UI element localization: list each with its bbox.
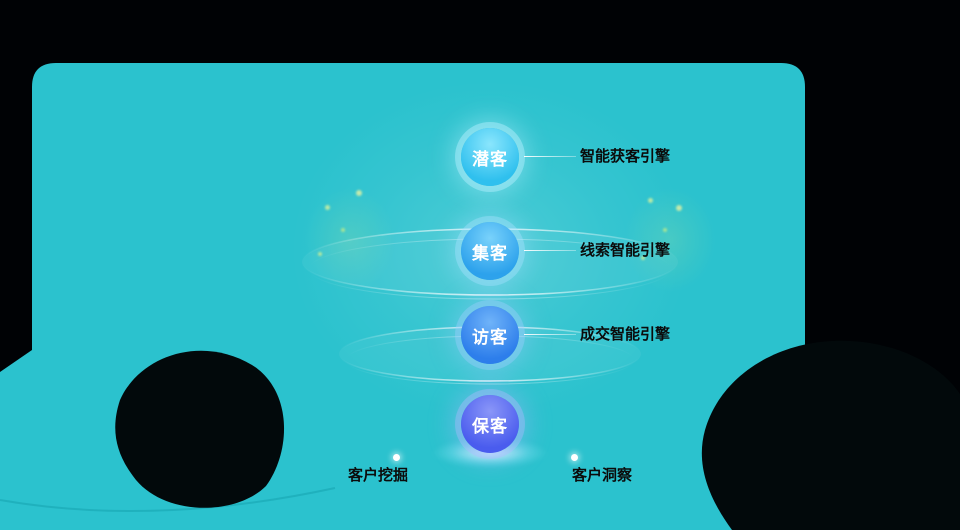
sparkle-icon: [648, 198, 653, 203]
stage-badge-retention: 保客: [461, 395, 519, 453]
stage-label: 保客: [472, 416, 508, 436]
connector-line: [524, 156, 576, 157]
stage-label: 访客: [472, 327, 508, 347]
dark-rock-right: [701, 340, 960, 530]
sparkle-icon: [341, 228, 345, 232]
sparkle-icon: [663, 228, 667, 232]
sparkle-icon: [356, 190, 362, 196]
stage-badge-leads: 集客: [461, 222, 519, 280]
stage-label: 潜客: [472, 149, 508, 169]
teal-left-extension: [0, 350, 32, 530]
engine-label: 智能获客引擎: [580, 148, 671, 165]
footer-label-insight: 客户洞察: [572, 467, 633, 484]
sparkle-icon: [676, 205, 682, 211]
dark-rock-left: [115, 350, 285, 508]
connector-line: [524, 334, 576, 335]
wave-line: [0, 487, 336, 513]
sparkle-icon: [318, 252, 322, 256]
bullet-dot-icon: [571, 454, 578, 461]
stage-badge-visitors: 访客: [461, 306, 519, 364]
bullet-dot-icon: [393, 454, 400, 461]
footer-label-mining: 客户挖掘: [348, 467, 409, 484]
engine-label: 成交智能引擎: [580, 326, 671, 343]
sparkle-icon: [325, 205, 330, 210]
engine-label: 线索智能引擎: [580, 242, 671, 259]
stage-label: 集客: [472, 243, 508, 263]
sparkle-icon: [641, 256, 645, 260]
connector-line: [524, 250, 576, 251]
stage-badge-prospects: 潜客: [461, 128, 519, 186]
